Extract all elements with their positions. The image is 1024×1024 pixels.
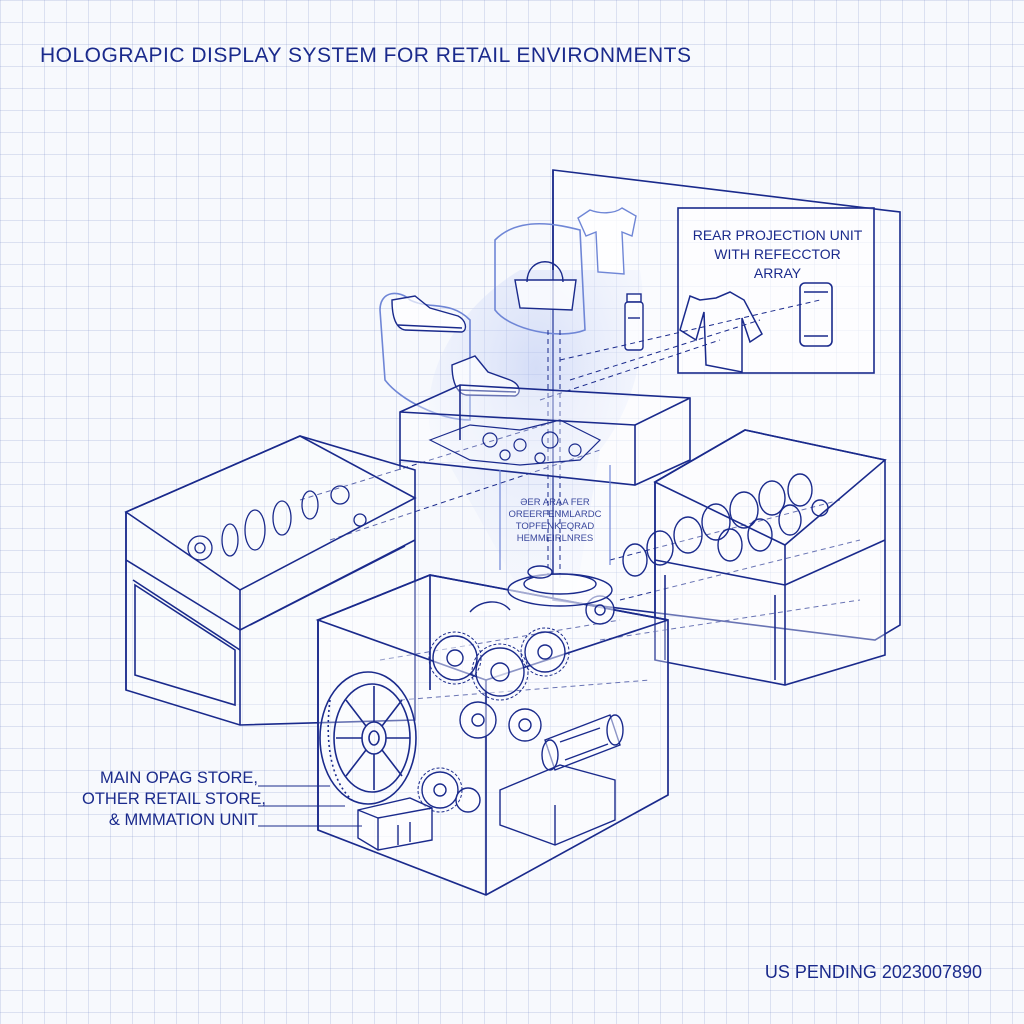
page-title: HOLOGRAPIC DISPLAY SYSTEM FOR RETAIL ENV… bbox=[40, 44, 692, 67]
center-label-line-2: OREERFENMLARDC bbox=[508, 509, 602, 520]
handbag-icon bbox=[514, 261, 577, 311]
hologram-beam bbox=[428, 270, 644, 600]
hologram-bubble-left bbox=[379, 292, 471, 421]
center-label-line-1: ƏER ARAA FER bbox=[520, 497, 590, 508]
rear-projection-line-1: REAR PROJECTION UNIT bbox=[692, 227, 863, 243]
center-tray-mechanism bbox=[428, 419, 602, 466]
turntable-hub bbox=[469, 565, 613, 613]
callout-line-2: OTHER RETAIL STORE, bbox=[82, 790, 266, 808]
control-unit-box bbox=[357, 797, 433, 851]
callout-line-3: & MMMATION UNIT bbox=[108, 811, 258, 829]
callout-leader-lines bbox=[258, 785, 362, 827]
smartphone-icon bbox=[799, 282, 833, 347]
hologram-bubble-center bbox=[494, 222, 586, 335]
center-column bbox=[499, 465, 611, 570]
center-label-line-4: HEMMEIRLNRES bbox=[516, 533, 594, 544]
jacket-icon bbox=[679, 291, 763, 373]
bottle-icon bbox=[624, 293, 644, 351]
center-column-label: ƏER ARAA FER OREERFENMLARDC TOPFENKEQRAD… bbox=[500, 497, 610, 545]
store-callout: MAIN OPAG STORE, OTHER RETAIL STORE, & M… bbox=[82, 768, 266, 831]
right-case-rings bbox=[622, 473, 829, 577]
callout-line-1: MAIN OPAG STORE, bbox=[100, 769, 258, 787]
left-case-parts bbox=[187, 485, 367, 561]
patent-number: US PENDING 2023007890 bbox=[764, 962, 982, 982]
right-display-case bbox=[653, 429, 887, 686]
machine-base bbox=[499, 764, 616, 846]
left-display-case bbox=[124, 435, 417, 726]
tshirt-icon bbox=[577, 207, 637, 275]
rear-projection-label: REAR PROJECTION UNIT WITH REFECCTOR ARRA… bbox=[690, 226, 865, 283]
rear-projection-line-2: WITH REFECCTOR ARRAY bbox=[714, 246, 841, 281]
sneaker-icon bbox=[391, 295, 467, 333]
gear-teeth bbox=[417, 627, 570, 813]
center-label-line-3: TOPFENKEQRAD bbox=[515, 521, 595, 532]
gear-assembly bbox=[421, 595, 615, 813]
motor-cylinder bbox=[541, 714, 624, 771]
flywheel bbox=[319, 671, 417, 805]
